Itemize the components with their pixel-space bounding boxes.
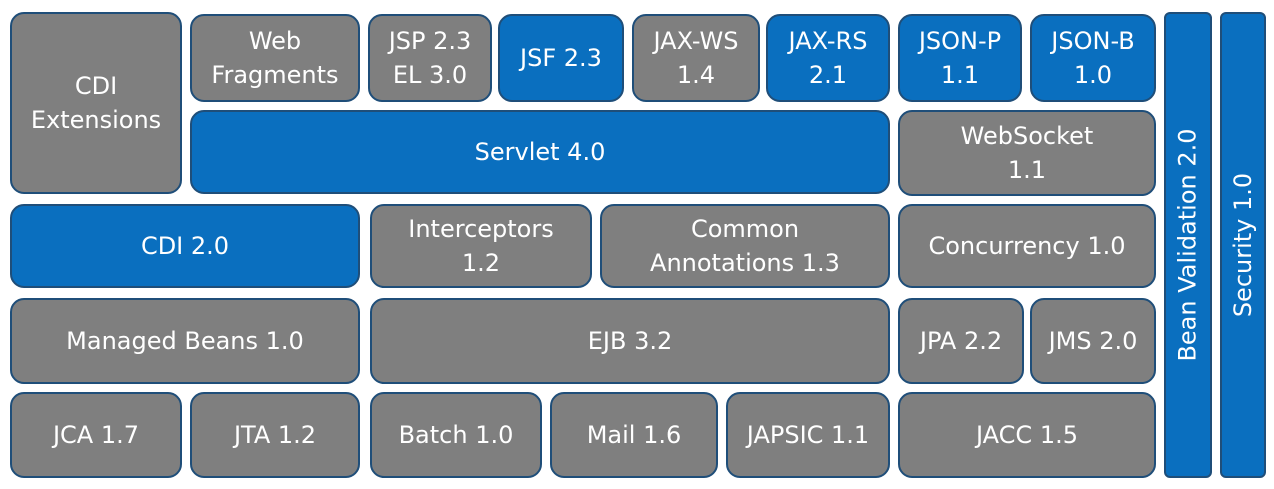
block-concurrency: Concurrency 1.0 — [898, 204, 1156, 288]
block-label: Common Annotations 1.3 — [650, 215, 840, 277]
block-jms: JMS 2.0 — [1030, 298, 1156, 384]
block-json-p: JSON-P 1.1 — [898, 14, 1022, 102]
block-label: JAX-WS 1.4 — [653, 27, 739, 89]
block-label: EJB 3.2 — [587, 327, 673, 355]
block-interceptors: Interceptors 1.2 — [370, 204, 592, 288]
block-common-annotations: Common Annotations 1.3 — [600, 204, 890, 288]
block-jacc: JACC 1.5 — [898, 392, 1156, 478]
block-label: CDI Extensions — [30, 72, 162, 134]
block-label: Web Fragments — [211, 27, 339, 89]
block-label: JTA 1.2 — [233, 421, 317, 449]
block-label: JACC 1.5 — [976, 421, 1078, 449]
block-jax-ws: JAX-WS 1.4 — [632, 14, 760, 102]
block-jsp-el: JSP 2.3 EL 3.0 — [368, 14, 492, 102]
block-cdi-extensions: CDI Extensions — [10, 12, 182, 194]
block-japsic: JAPSIC 1.1 — [726, 392, 890, 478]
block-label: Managed Beans 1.0 — [66, 327, 304, 355]
block-label: CDI 2.0 — [140, 232, 230, 260]
block-label: JSP 2.3 EL 3.0 — [388, 27, 472, 89]
block-servlet: Servlet 4.0 — [190, 110, 890, 194]
block-ejb: EJB 3.2 — [370, 298, 890, 384]
block-security: Security 1.0 — [1220, 12, 1266, 478]
block-label: WebSocket 1.1 — [960, 122, 1094, 184]
block-jsf: JSF 2.3 — [498, 14, 624, 102]
block-web-fragments: Web Fragments — [190, 14, 360, 102]
block-label: Mail 1.6 — [586, 421, 682, 449]
block-bean-validation: Bean Validation 2.0 — [1164, 12, 1212, 478]
block-label: JPA 2.2 — [919, 327, 1003, 355]
block-label: Servlet 4.0 — [474, 138, 606, 166]
block-label: JSF 2.3 — [520, 44, 602, 72]
block-label: Batch 1.0 — [398, 421, 514, 449]
block-websocket: WebSocket 1.1 — [898, 110, 1156, 196]
block-label: JSON-B 1.0 — [1051, 27, 1135, 89]
block-label: Interceptors 1.2 — [408, 215, 554, 277]
block-label: JSON-P 1.1 — [918, 27, 1002, 89]
block-label: JCA 1.7 — [52, 421, 140, 449]
block-managed-beans: Managed Beans 1.0 — [10, 298, 360, 384]
block-json-b: JSON-B 1.0 — [1030, 14, 1156, 102]
block-label: Concurrency 1.0 — [928, 232, 1126, 260]
block-batch: Batch 1.0 — [370, 392, 542, 478]
block-jax-rs: JAX-RS 2.1 — [766, 14, 890, 102]
block-cdi: CDI 2.0 — [10, 204, 360, 288]
block-label: JMS 2.0 — [1048, 327, 1138, 355]
block-label: JAX-RS 2.1 — [788, 27, 868, 89]
block-label: Security 1.0 — [1229, 172, 1258, 318]
block-jta: JTA 1.2 — [190, 392, 360, 478]
block-jpa: JPA 2.2 — [898, 298, 1024, 384]
block-mail: Mail 1.6 — [550, 392, 718, 478]
block-label: Bean Validation 2.0 — [1174, 128, 1202, 362]
block-label: JAPSIC 1.1 — [746, 421, 870, 449]
block-jca: JCA 1.7 — [10, 392, 182, 478]
